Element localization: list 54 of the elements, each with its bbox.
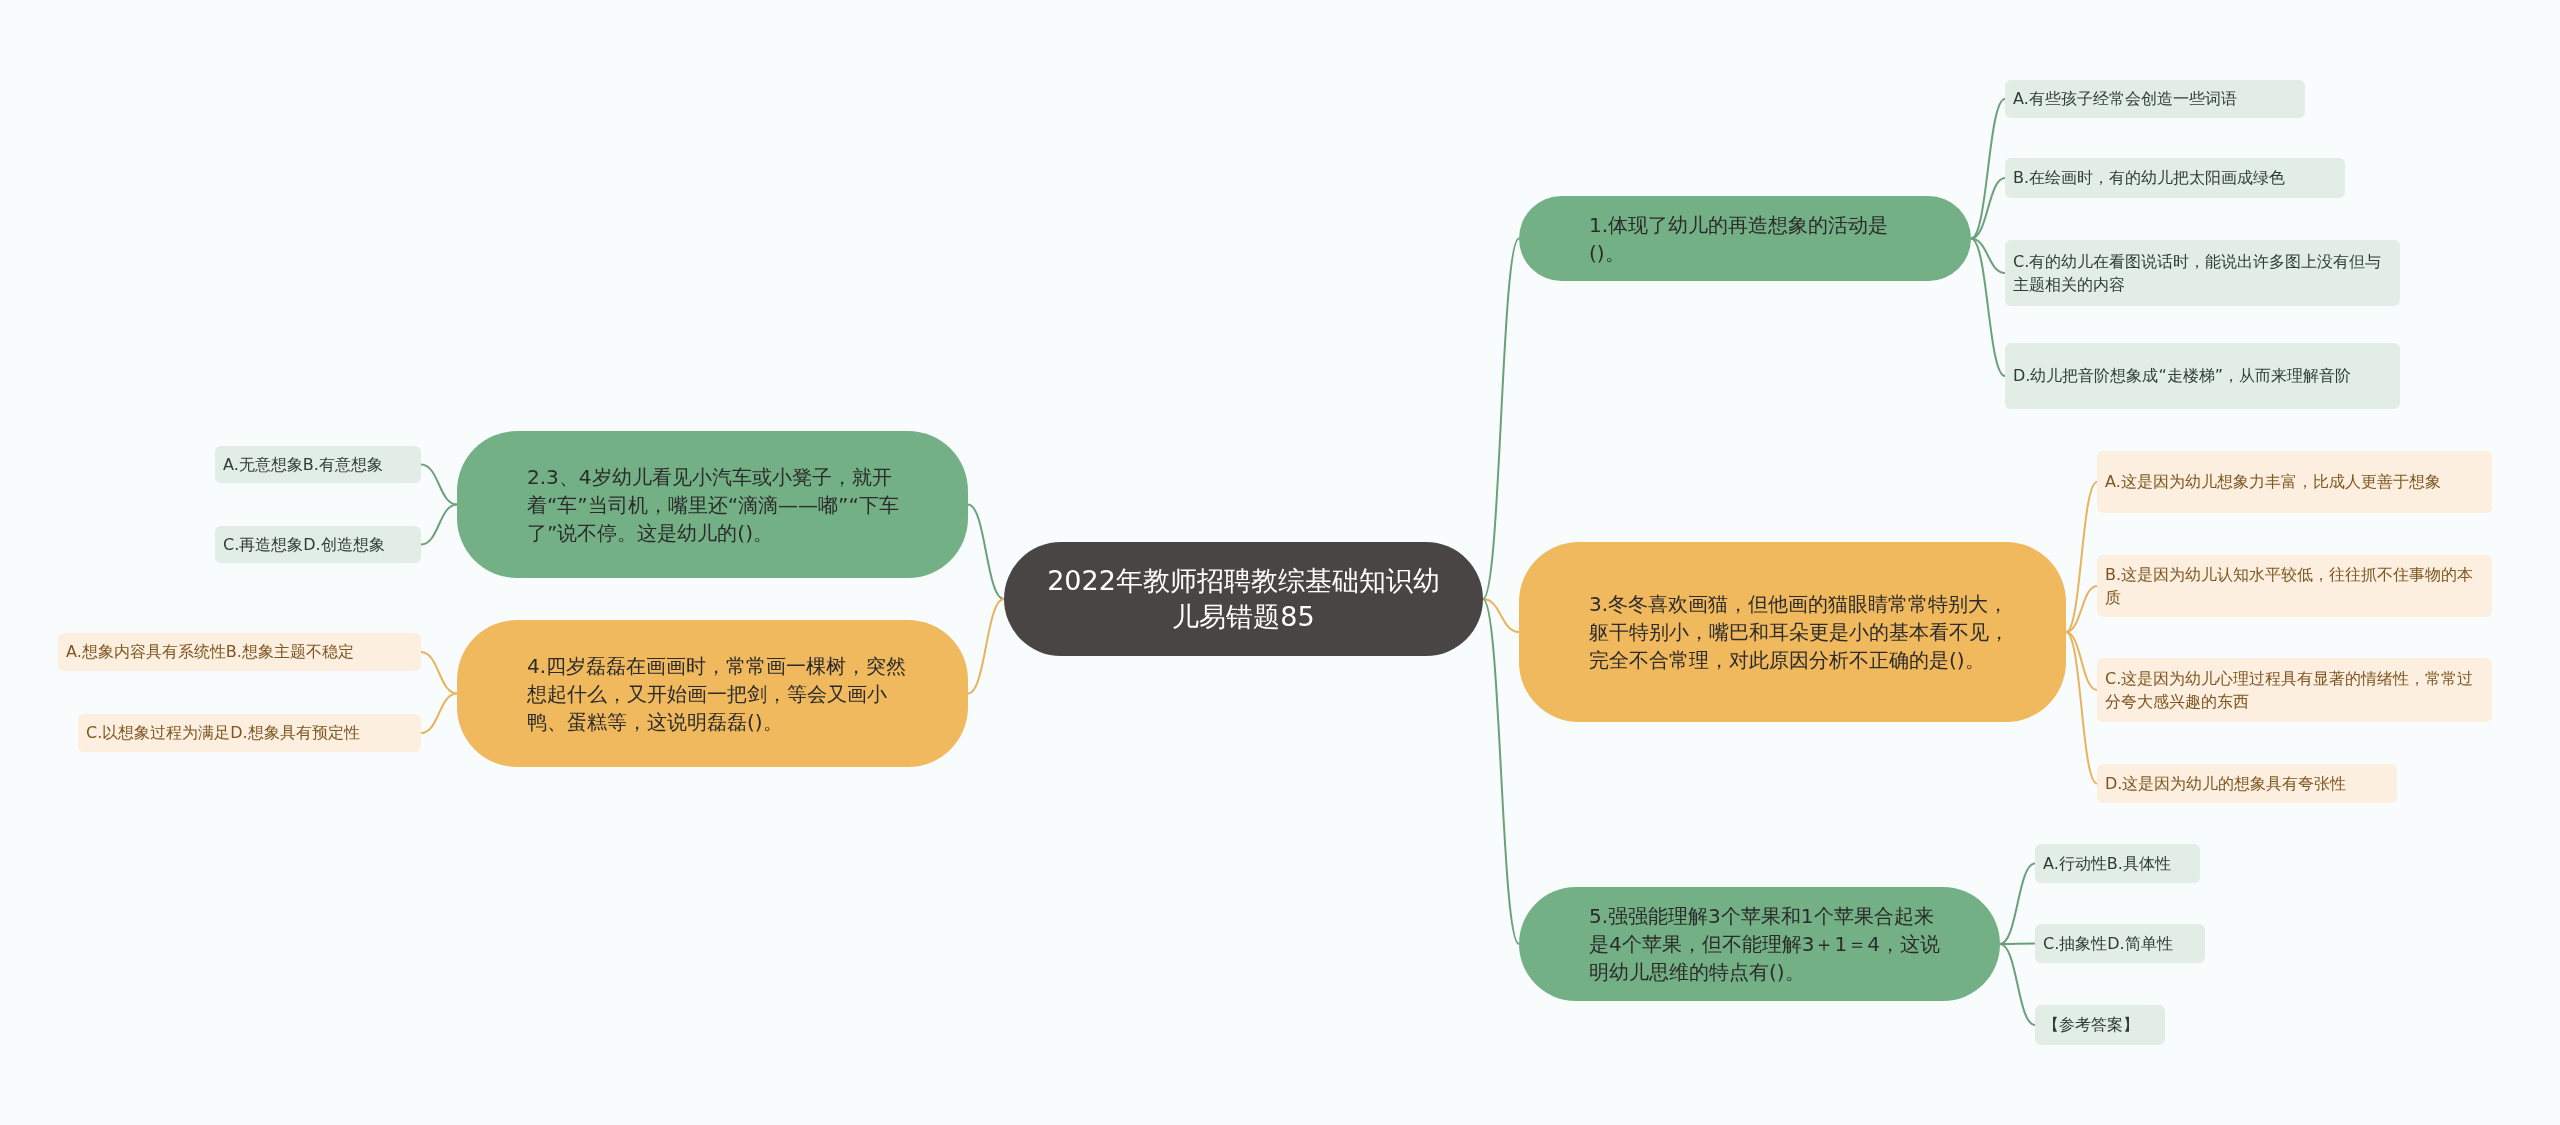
option-text: 【参考答案】 xyxy=(2043,1014,2139,1037)
connector-line xyxy=(967,598,1005,695)
option-text: A.有些孩子经常会创造一些词语 xyxy=(2013,88,2237,111)
option-box xyxy=(2097,451,2492,513)
option-text: A.行动性B.具体性 xyxy=(2043,852,2171,875)
connector-line xyxy=(1482,598,1520,945)
connector-line xyxy=(2065,585,2098,633)
option-box xyxy=(2097,658,2492,722)
connector-line xyxy=(420,651,458,695)
connector-line xyxy=(420,692,458,734)
option-text: B.这是因为幼儿认知水平较低，往往抓不住事物的本质 xyxy=(2105,563,2475,609)
topic-title: 2022年教师招聘教综基础知识幼儿易错题85 xyxy=(1046,563,1441,634)
connector-line xyxy=(1482,237,1520,600)
option-box xyxy=(215,526,421,563)
option-text: A.这是因为幼儿想象力丰富，比成人更善于想象 xyxy=(2105,471,2441,494)
option-box xyxy=(2005,343,2400,409)
option-text: A.无意想象B.有意想象 xyxy=(223,453,383,476)
option-text: D.幼儿把音阶想象成“走楼梯”，从而来理解音阶 xyxy=(2013,365,2351,388)
option-box xyxy=(215,446,421,483)
option-text: B.在绘画时，有的幼儿把太阳画成绿色 xyxy=(2013,167,2286,190)
connector-line xyxy=(1970,98,2006,240)
connector-line xyxy=(1482,598,1520,633)
option-text: C.以想象过程为满足D.想象具有预定性 xyxy=(86,722,360,745)
option-box xyxy=(58,633,421,671)
option-box xyxy=(2005,158,2345,198)
connector-line xyxy=(1999,943,2036,1026)
option-box xyxy=(78,714,421,752)
question-text: 1.体现了幼儿的再造想象的活动是()。 xyxy=(1589,211,1890,267)
question-text: 2.3、4岁幼儿看见小汽车或小凳子，就开着“车”当司机，嘴里还“滴滴——嘟”“下车了”说不停。这是幼儿的()。 xyxy=(527,463,900,547)
connector-line xyxy=(1970,177,2006,240)
connector-line xyxy=(2065,631,2098,785)
option-box xyxy=(2035,1005,2165,1045)
connector-line xyxy=(420,503,458,546)
option-box xyxy=(2035,844,2200,883)
option-text: A.想象内容具有系统性B.想象主题不稳定 xyxy=(66,641,354,664)
option-text: D.这是因为幼儿的想象具有夸张性 xyxy=(2105,772,2347,795)
option-text: C.抽象性D.简单性 xyxy=(2043,932,2173,955)
connector-line xyxy=(967,503,1005,600)
option-box xyxy=(2005,80,2305,118)
connector-line xyxy=(1970,237,2006,377)
option-text: C.再造想象D.创造想象 xyxy=(223,533,385,556)
option-box xyxy=(2035,924,2205,963)
option-text: C.有的幼儿在看图说话时，能说出许多图上没有但与主题相关的内容 xyxy=(2013,250,2383,296)
option-box xyxy=(2097,555,2492,617)
option-text: C.这是因为幼儿心理过程具有显著的情绪性，常常过分夸大感兴趣的东西 xyxy=(2105,667,2475,713)
question-text: 3.冬冬喜欢画猫，但他画的猫眼睛常常特别大，躯干特别小，嘴巴和耳朵更是小的基本看不见，完全不合常理，对此原因分析不正确的是()。 xyxy=(1589,591,2010,674)
connector-line xyxy=(2065,481,2098,633)
connector-line xyxy=(420,463,458,506)
connector-line xyxy=(1999,862,2036,945)
question-text: 5.强强能理解3个苹果和1个苹果合起来是4个苹果，但不能理解3＋1＝4，这说明幼儿思维的特点有()。 xyxy=(1589,903,1941,986)
option-box xyxy=(2005,240,2400,306)
option-box xyxy=(2097,764,2397,803)
question-pill xyxy=(1519,542,2066,722)
question-text: 4.四岁磊磊在画画时，常常画一棵树，突然想起什么，又开始画一把剑，等会又画小鸭、蛋糕等，这说明磊磊()。 xyxy=(527,652,908,736)
